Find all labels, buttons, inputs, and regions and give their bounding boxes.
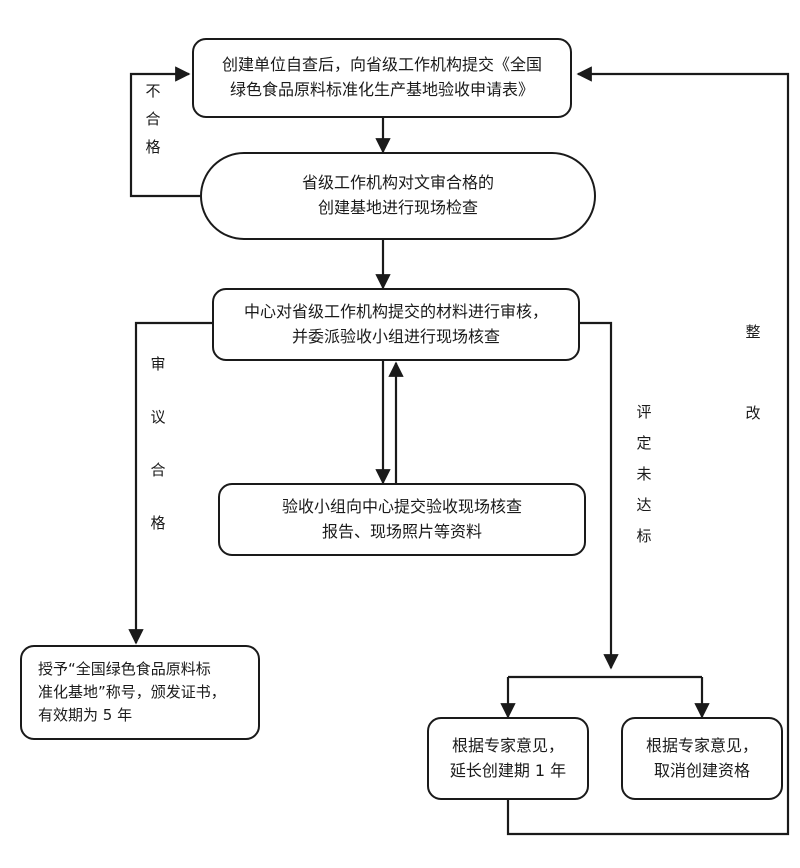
edge-label-review-pass: 审 议 合 格: [147, 357, 169, 531]
edge-label-review-pass-char-1: 审: [150, 355, 166, 373]
edge-label-not-up-to-standard-char-3: 未: [636, 465, 652, 483]
node-group-submit-report[interactable]: 验收小组向中心提交验收现场核查 报告、现场照片等资料: [218, 483, 586, 556]
node-award-certificate-line-1: 授予“全国绿色食品原料标: [38, 659, 211, 678]
edge-label-rectify: 整 改: [742, 325, 764, 421]
edge-label-review-pass-char-2: 议: [150, 408, 166, 426]
edge-label-not-up-to-standard-char-4: 达: [636, 496, 652, 514]
edge-label-unqualified-char-2: 合: [145, 110, 161, 128]
edge-label-unqualified-char-1: 不: [145, 82, 161, 100]
edge-label-not-up-to-standard-char-2: 定: [636, 434, 652, 452]
edge-label-not-up-to-standard: 评 定 未 达 标: [633, 405, 655, 544]
node-award-certificate[interactable]: 授予“全国绿色食品原料标 准化基地”称号，颁发证书， 有效期为 5 年: [20, 645, 260, 740]
node-cancel-qualification-line-1: 根据专家意见，: [645, 735, 758, 755]
node-award-certificate-line-2: 准化基地”称号，颁发证书，: [38, 682, 226, 701]
node-application-submission[interactable]: 创建单位自查后，向省级工作机构提交《全国 绿色食品原料标准化生产基地验收申请表》: [192, 38, 572, 118]
node-application-submission-line-1: 创建单位自查后，向省级工作机构提交《全国: [221, 55, 542, 75]
node-extend-creation-period-line-1: 根据专家意见，: [451, 735, 564, 755]
edge-label-unqualified-char-3: 格: [145, 138, 161, 156]
node-award-certificate-line-3: 有效期为 5 年: [38, 706, 133, 725]
node-province-onsite-inspection-line-2: 创建基地进行现场检查: [317, 198, 478, 217]
node-center-material-review[interactable]: 中心对省级工作机构提交的材料进行审核， 并委派验收小组进行现场核查: [212, 288, 580, 361]
edge-label-rectify-char-1: 整: [745, 323, 761, 341]
node-group-submit-report-line-2: 报告、现场照片等资料: [321, 521, 482, 541]
edge-label-review-pass-char-3: 合: [150, 461, 166, 479]
edge-label-review-pass-char-4: 格: [150, 514, 166, 532]
node-cancel-qualification-line-2: 取消创建资格: [653, 760, 750, 780]
node-group-submit-report-line-1: 验收小组向中心提交验收现场核查: [281, 496, 522, 516]
edge-label-rectify-char-2: 改: [745, 404, 761, 422]
node-province-onsite-inspection-line-1: 省级工作机构对文审合格的: [301, 173, 494, 193]
node-cancel-qualification[interactable]: 根据专家意见， 取消创建资格: [621, 717, 783, 800]
node-extend-creation-period-line-2: 延长创建期 1 年: [449, 760, 567, 780]
edge-label-unqualified: 不 合 格: [142, 84, 164, 155]
node-application-submission-line-2: 绿色食品原料标准化生产基地验收申请表》: [229, 80, 534, 99]
edge-label-not-up-to-standard-char-5: 标: [636, 527, 652, 545]
node-province-onsite-inspection[interactable]: 省级工作机构对文审合格的 创建基地进行现场检查: [200, 152, 596, 240]
node-center-material-review-line-1: 中心对省级工作机构提交的材料进行审核，: [243, 301, 548, 321]
node-extend-creation-period[interactable]: 根据专家意见， 延长创建期 1 年: [427, 717, 589, 800]
node-center-material-review-line-2: 并委派验收小组进行现场核查: [291, 326, 500, 346]
edge-label-not-up-to-standard-char-1: 评: [636, 403, 652, 421]
